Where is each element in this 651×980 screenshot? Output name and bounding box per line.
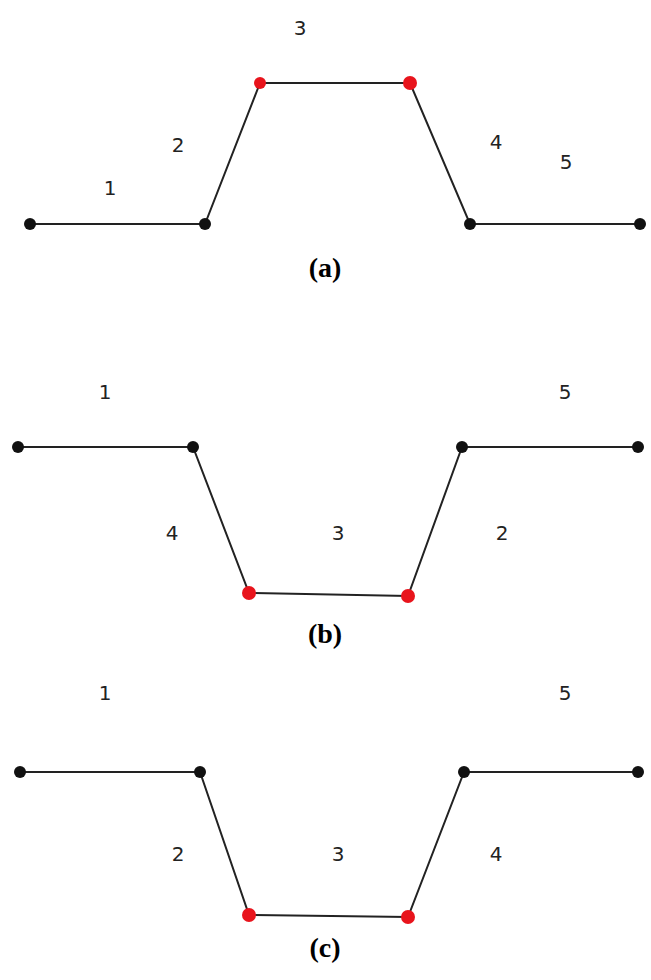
polyline-c — [20, 772, 638, 917]
panel-label: (a) — [309, 254, 342, 282]
segment-number: 5 — [559, 683, 572, 703]
segment-number: 2 — [496, 523, 509, 543]
segment-number: 4 — [490, 844, 503, 864]
segment-number: 5 — [560, 152, 573, 172]
segment-number: 3 — [332, 844, 345, 864]
segment-number: 1 — [99, 683, 112, 703]
segment-number: 1 — [104, 178, 117, 198]
segment-number: 1 — [99, 382, 112, 402]
polyline-b — [18, 447, 638, 596]
polyline-a — [30, 83, 640, 224]
segment-number: 3 — [294, 18, 307, 38]
segment-number: 4 — [166, 523, 179, 543]
segment-number: 2 — [172, 844, 185, 864]
segment-number: 3 — [332, 523, 345, 543]
panel-label: (b) — [308, 620, 342, 648]
segment-number: 2 — [172, 135, 185, 155]
segment-number: 4 — [490, 132, 503, 152]
segment-number: 5 — [559, 382, 572, 402]
panel-label: (c) — [309, 934, 340, 962]
